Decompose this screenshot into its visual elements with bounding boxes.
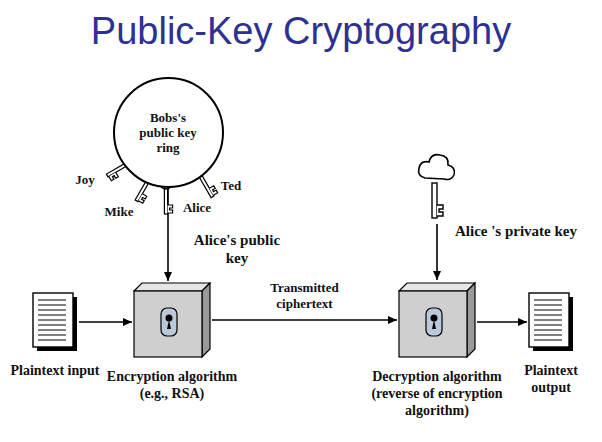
edge-label: Transmitted ciphertext	[250, 280, 360, 312]
private-key	[419, 155, 455, 280]
edge-label: Alice's public key	[182, 231, 292, 267]
document-icon	[528, 292, 574, 352]
node-shape	[133, 282, 211, 358]
node-label: Bobs's public key ring	[132, 110, 204, 155]
node-label: Plaintext input	[10, 362, 100, 379]
node-label: Plaintext output	[509, 362, 593, 396]
arrow-connector	[212, 319, 397, 321]
key-name: Ted	[216, 178, 246, 194]
node-label: Decryption algorithm (reverse of encrypt…	[347, 368, 527, 419]
key-name: Alice	[177, 200, 217, 216]
algorithm-box	[133, 282, 211, 358]
algorithm-box	[398, 282, 476, 358]
node-shape	[32, 292, 78, 352]
arrow-connector	[477, 321, 527, 323]
node-shape: Bobs's public key ring	[113, 77, 224, 188]
key-name: Joy	[68, 172, 102, 188]
document-node: Plaintext input	[10, 292, 100, 379]
node-shape	[528, 292, 574, 352]
key-label: Alice 's private key	[446, 222, 586, 240]
algorithm-node: Encryption algorithm (e.g., RSA)	[97, 282, 247, 402]
node-label: Encryption algorithm (e.g., RSA)	[97, 368, 247, 402]
document-icon	[32, 292, 78, 352]
diagram-title: Public-Key Cryptography	[0, 10, 602, 53]
algorithm-node: Decryption algorithm (reverse of encrypt…	[347, 282, 527, 419]
node-shape	[398, 282, 476, 358]
key-ring-circle: Bobs's public key ring	[113, 77, 224, 188]
document-node: Plaintext output	[509, 292, 593, 396]
key-name: Mike	[100, 204, 138, 220]
arrow-connector	[79, 321, 132, 323]
